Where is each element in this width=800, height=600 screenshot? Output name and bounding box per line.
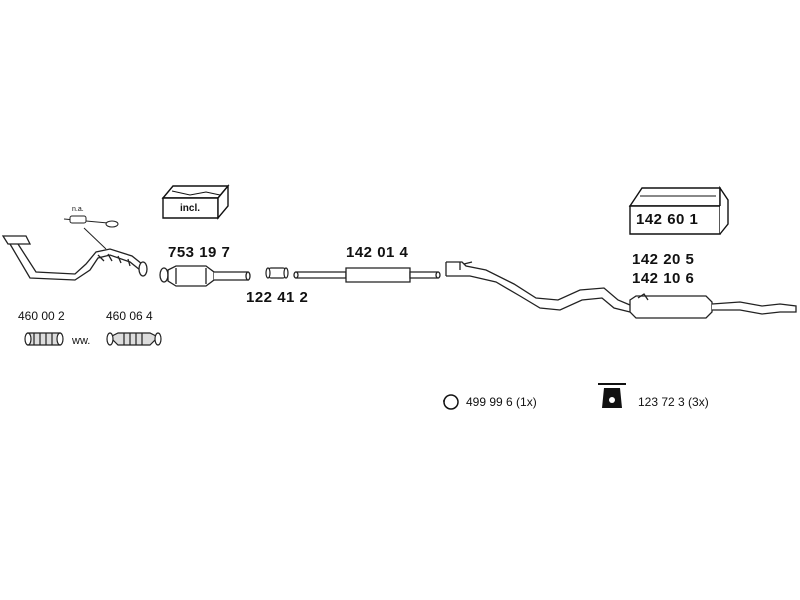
rear-pipe: [445, 261, 631, 313]
flex-pipe-460064: [106, 332, 162, 346]
rear-silencer: [629, 293, 797, 319]
part-number-460002: 460 00 2: [18, 309, 65, 323]
part-number-142106: 142 10 6: [632, 270, 695, 287]
part-number-460064: 460 06 4: [106, 309, 153, 323]
rubber-hanger-icon: [598, 383, 626, 408]
part-number-142205: 142 20 5: [632, 251, 695, 268]
part-number-753197: 753 19 7: [168, 244, 231, 261]
incl-label: incl.: [180, 203, 201, 214]
part-number-142601: 142 60 1: [636, 211, 699, 228]
not-available-label: n.a.: [72, 206, 84, 213]
flex-pipe-460002: [24, 332, 64, 346]
fitting-kit-box-small: [161, 184, 230, 220]
lambda-sensor: [63, 215, 119, 250]
middle-silencer: [293, 267, 441, 283]
ww-label: ww.: [72, 335, 91, 347]
part-number-499996: 499 99 6 (1x): [466, 395, 537, 409]
part-number-123723: 123 72 3 (3x): [638, 395, 709, 409]
part-number-142014: 142 01 4: [346, 244, 409, 261]
pipe-clamp-122412: [265, 267, 289, 279]
front-downpipe: [1, 235, 148, 281]
part-number-122412: 122 41 2: [246, 289, 309, 306]
fitting-kit-box-large: [628, 185, 729, 235]
rubber-ring-icon: [443, 394, 459, 410]
catalytic-converter: [159, 265, 251, 287]
